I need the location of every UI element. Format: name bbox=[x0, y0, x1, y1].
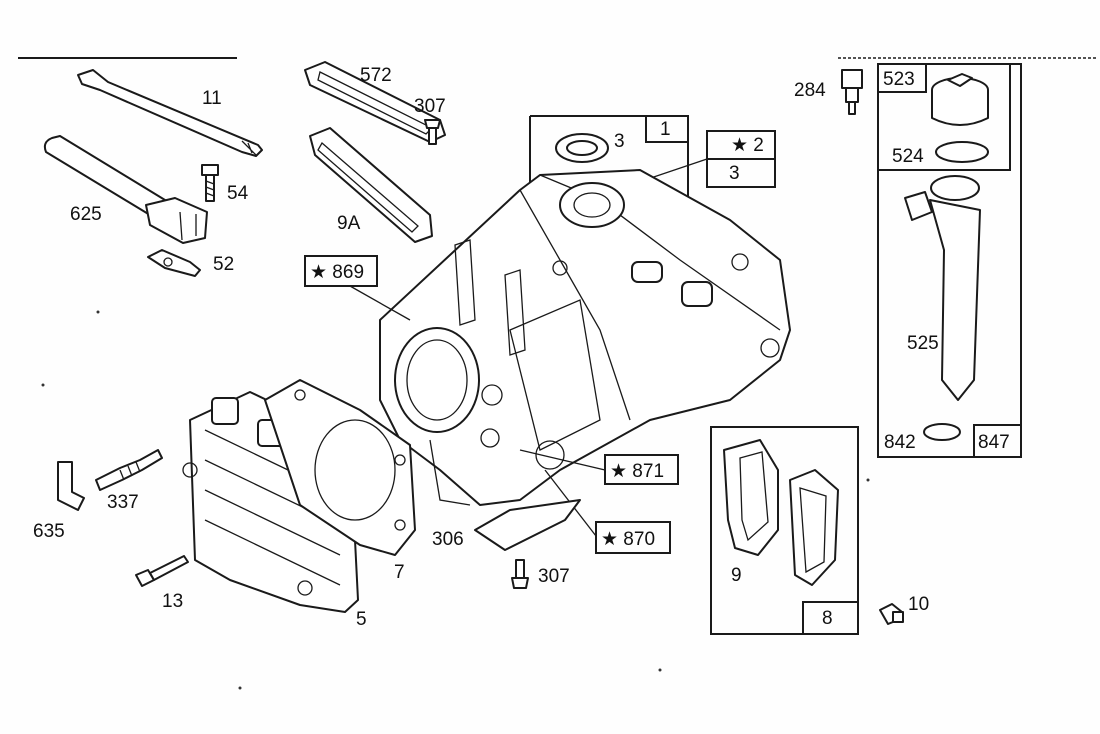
part-head-gasket-7[interactable] bbox=[264, 379, 416, 556]
part-oil-seal-3[interactable] bbox=[555, 133, 609, 163]
part-523-cap[interactable] bbox=[931, 73, 989, 126]
label-524: 524 bbox=[892, 146, 924, 167]
label-625: 625 bbox=[70, 204, 102, 225]
part-9-breather-gasket[interactable] bbox=[723, 439, 779, 556]
label-870: ★ 870 bbox=[601, 529, 655, 550]
label-13: 13 bbox=[162, 591, 183, 612]
dot-4 bbox=[866, 478, 870, 482]
part-plug-284[interactable] bbox=[841, 69, 863, 115]
label-10: 10 bbox=[908, 594, 929, 615]
label-52: 52 bbox=[213, 254, 234, 275]
callout-869 bbox=[304, 255, 411, 321]
part-524-oring[interactable] bbox=[935, 141, 989, 163]
part-gasket-52[interactable] bbox=[147, 249, 201, 277]
part-625-guard[interactable] bbox=[43, 135, 208, 244]
part-842-oring[interactable] bbox=[923, 423, 961, 441]
part-screw-307-bottom[interactable] bbox=[511, 559, 529, 589]
label-572: 572 bbox=[360, 65, 392, 86]
label-635: 635 bbox=[33, 521, 65, 542]
label-871: ★ 871 bbox=[610, 461, 664, 482]
label-7: 7 bbox=[394, 562, 405, 583]
label-5: 5 bbox=[356, 609, 367, 630]
label-307-bottom: 307 bbox=[538, 566, 570, 587]
label-3-crankcase: 3 bbox=[729, 163, 740, 184]
label-525: 525 bbox=[907, 333, 939, 354]
label-284: 284 bbox=[794, 80, 826, 101]
label-337: 337 bbox=[107, 492, 139, 513]
part-337-spark-plug[interactable] bbox=[95, 449, 163, 491]
label-9a: 9A bbox=[337, 213, 361, 234]
part-dipstick-tube[interactable] bbox=[77, 69, 263, 157]
part-525-tube[interactable] bbox=[904, 175, 981, 401]
part-8-breather-cover[interactable] bbox=[789, 469, 839, 586]
label-869: ★ 869 bbox=[310, 262, 364, 283]
part-bolt-54[interactable] bbox=[201, 164, 219, 202]
dot-1 bbox=[96, 310, 100, 314]
part-cylinder-block[interactable] bbox=[379, 169, 791, 506]
label-54: 54 bbox=[227, 183, 249, 204]
label-523: 523 bbox=[883, 69, 915, 90]
dot-5 bbox=[238, 686, 242, 690]
callout-871 bbox=[519, 449, 679, 485]
label-2: ★ 2 bbox=[731, 135, 764, 156]
part-635-elbow[interactable] bbox=[57, 461, 85, 511]
label-1: 1 bbox=[660, 119, 671, 140]
breather-box bbox=[710, 426, 859, 635]
label-9: 9 bbox=[731, 565, 742, 586]
part-9a-breather-gasket[interactable] bbox=[309, 127, 433, 243]
label-307-top: 307 bbox=[414, 96, 446, 117]
oil-fill-box bbox=[877, 63, 1022, 458]
part-572-gasket[interactable] bbox=[304, 61, 446, 143]
label-306: 306 bbox=[432, 529, 464, 550]
dot-3 bbox=[658, 668, 662, 672]
dot-2 bbox=[41, 383, 45, 387]
label-3-seal: 3 bbox=[614, 131, 625, 152]
label-11: 11 bbox=[202, 88, 222, 109]
part-bolt-13[interactable] bbox=[135, 555, 189, 587]
label-847: 847 bbox=[978, 432, 1010, 453]
part-screw-307-top[interactable] bbox=[424, 119, 441, 145]
label-842: 842 bbox=[884, 432, 916, 453]
label-8: 8 bbox=[822, 608, 833, 629]
part-screw-10[interactable] bbox=[879, 603, 904, 625]
part-306-gasket[interactable] bbox=[474, 499, 581, 551]
